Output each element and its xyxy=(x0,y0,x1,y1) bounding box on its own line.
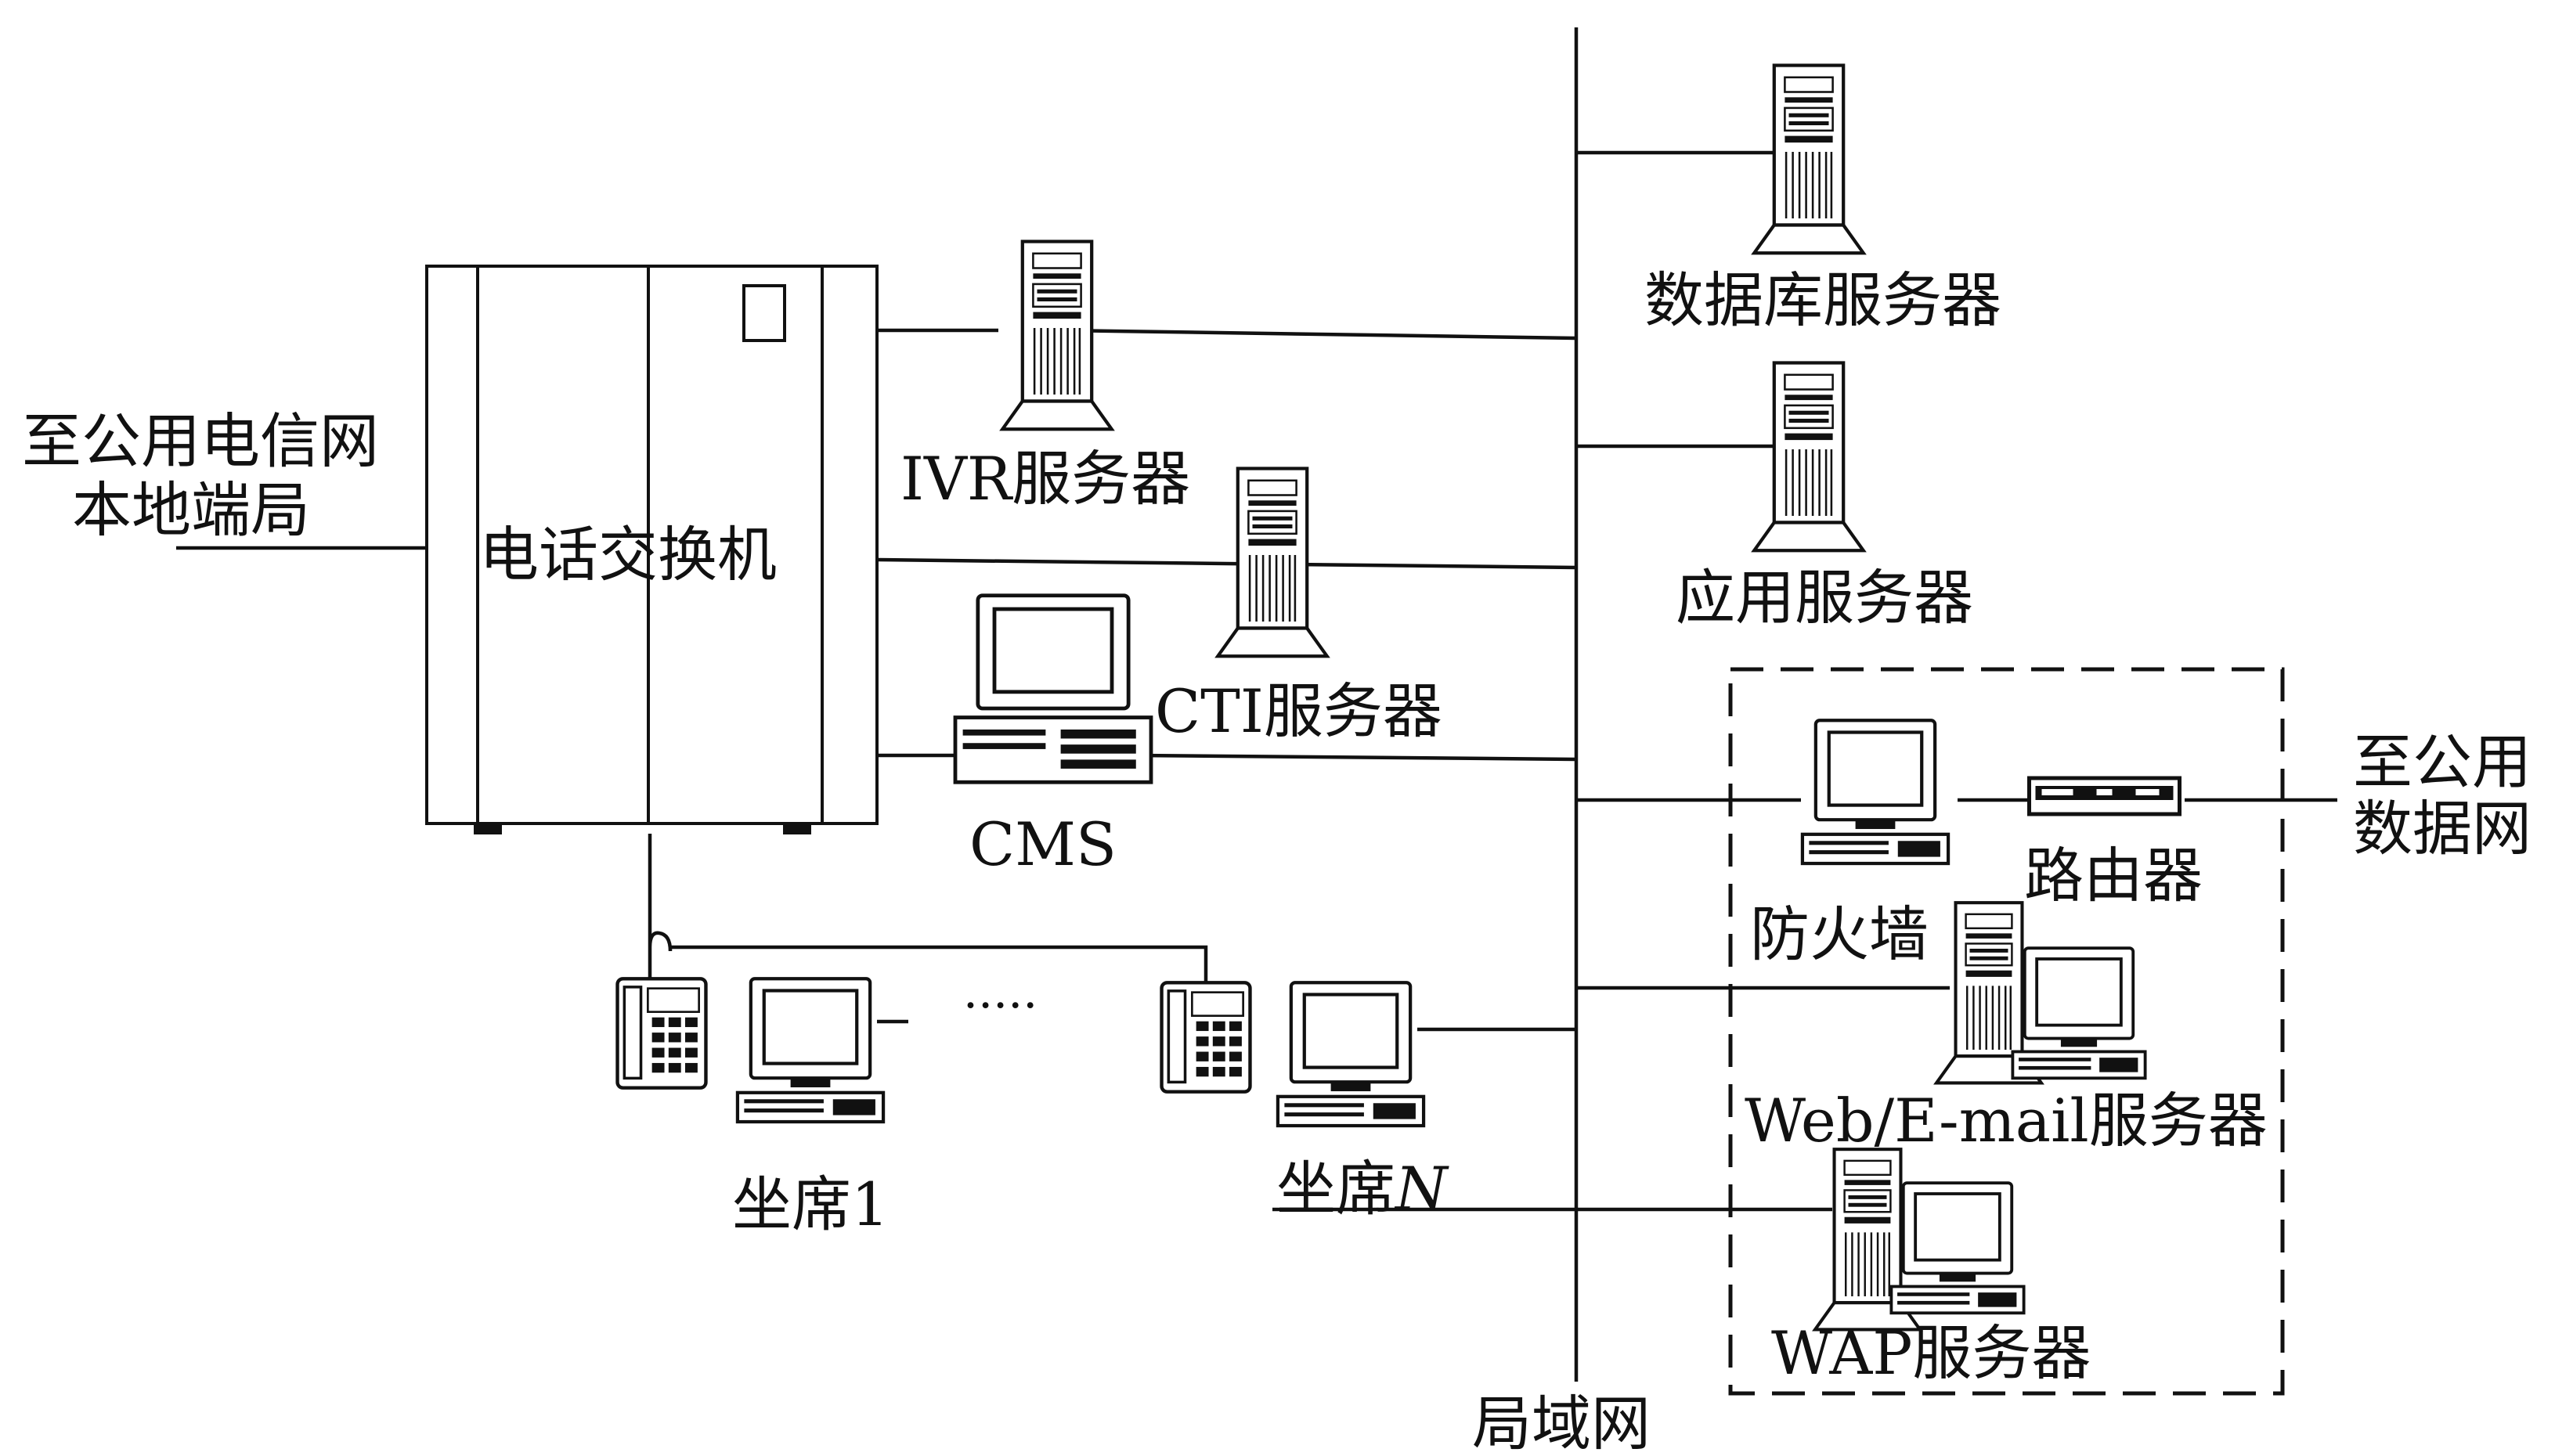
seat1-desktop-computer-icon xyxy=(738,978,883,1122)
cti-server-label: CTI服务器 xyxy=(1155,676,1442,746)
dmz-boundary xyxy=(1728,667,2285,1396)
pbx-label: 电话交换机 xyxy=(479,520,777,589)
pbx-cti-link xyxy=(876,557,1577,570)
cms-lan-link xyxy=(1135,753,1577,762)
seat-ellipsis: ····· xyxy=(963,978,1038,1033)
db-tower-server-icon xyxy=(1754,66,1863,254)
db-server-label: 数据库服务器 xyxy=(1644,265,2001,335)
firewall-desktop-computer-icon xyxy=(1803,720,1948,863)
cms-desktop-computer-icon xyxy=(955,596,1151,782)
phone-switch-cabinet xyxy=(425,265,879,834)
seat-n-prefix: 坐席 xyxy=(1276,1154,1395,1224)
app-server-label: 应用服务器 xyxy=(1676,563,1973,632)
seat-1-label: 坐席1 xyxy=(732,1169,889,1239)
app-tower-server-icon xyxy=(1754,363,1863,551)
router-icon xyxy=(2030,778,2180,814)
cms-label: CMS xyxy=(969,809,1117,879)
router-label: 路由器 xyxy=(2024,841,2203,910)
firewall-label: 防火墙 xyxy=(1750,899,1929,969)
lan-label: 局域网 xyxy=(1472,1389,1651,1456)
seat-n-suffix: N xyxy=(1394,1154,1449,1224)
web-email-desktop-computer-icon xyxy=(2011,946,2147,1080)
pbx-phone-links xyxy=(648,834,1208,982)
wap-server-label: WAP服务器 xyxy=(1771,1318,2091,1388)
public-telecom-label-line2: 本地端局 xyxy=(72,475,310,545)
wap-desktop-computer-icon xyxy=(1889,1181,2026,1315)
ivr-lan-link xyxy=(1064,328,1577,341)
public-data-label-line1: 至公用 xyxy=(2353,727,2532,797)
seat1-telephone-icon xyxy=(618,978,706,1087)
seat-n-label: 坐席N xyxy=(1276,1154,1449,1224)
ivr-server-label: IVR服务器 xyxy=(900,444,1190,514)
ivr-tower-server-icon xyxy=(1002,242,1111,430)
public-telecom-label-line1: 至公用电信网 xyxy=(22,406,379,476)
public-data-label-line2: 数据网 xyxy=(2353,794,2532,863)
seat-n-desktop-computer-icon xyxy=(1278,982,1424,1126)
web-email-server-label: Web/E-mail服务器 xyxy=(1745,1086,2268,1155)
seat-n-telephone-icon xyxy=(1162,982,1250,1091)
